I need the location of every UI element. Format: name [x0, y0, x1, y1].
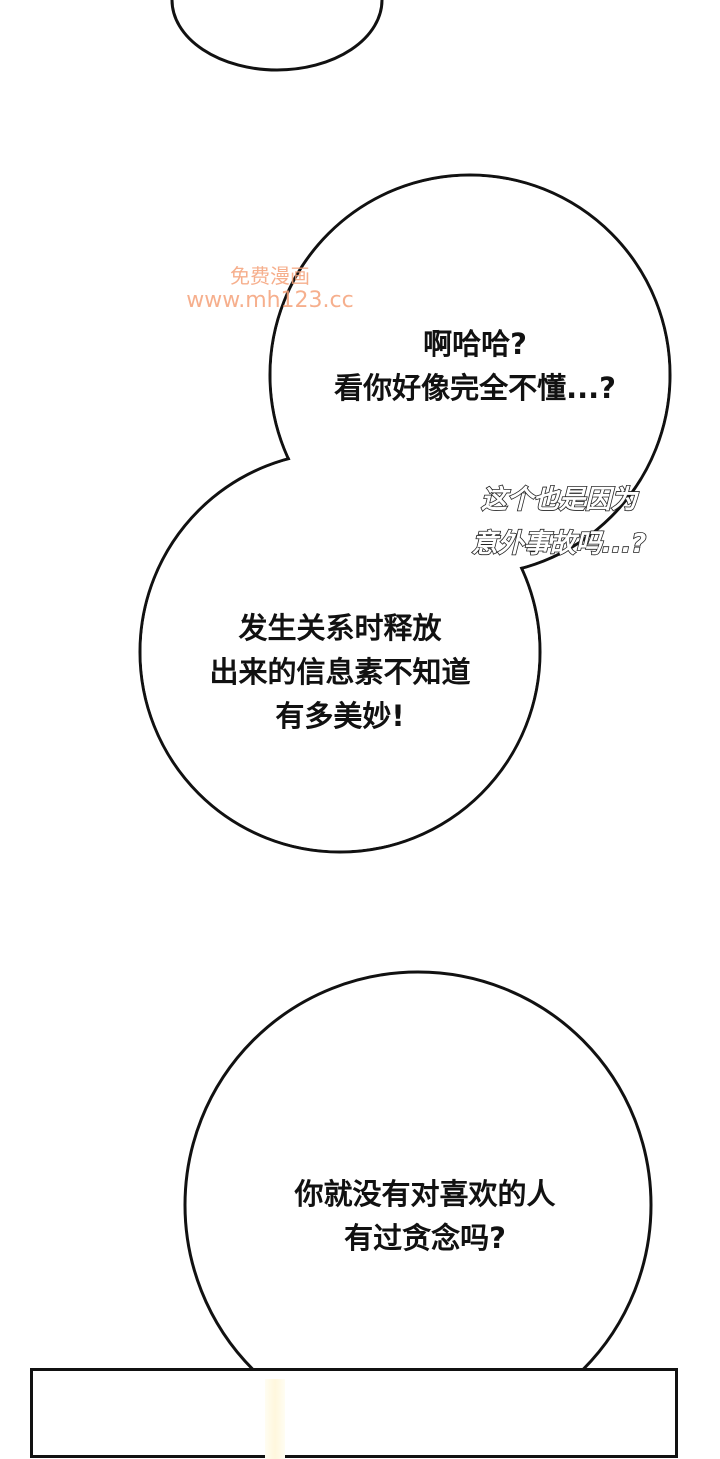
panel-light-strip — [265, 1379, 285, 1459]
dialogue-line: 啊哈哈? — [423, 327, 527, 361]
dialogue-line: 出来的信息素不知道 — [209, 655, 471, 689]
dialogue-line: 有过贪念吗? — [344, 1221, 506, 1255]
speech-bubble-text-3: 你就没有对喜欢的人 有过贪念吗? — [240, 1172, 610, 1260]
aside-line: 这个也是因为 — [480, 484, 638, 516]
aside-thought-text: 这个也是因为 意外事故吗...? — [434, 478, 684, 566]
speech-bubble-text-2: 发生关系时释放 出来的信息素不知道 有多美妙! — [165, 606, 515, 738]
dialogue-line: 有多美妙! — [275, 699, 405, 733]
dialogue-line: 发生关系时释放 — [238, 611, 442, 645]
speech-bubble-text-1: 啊哈哈? 看你好像完全不懂...? — [290, 322, 660, 410]
watermark-url: www.mh123.cc — [186, 288, 354, 313]
dialogue-line: 看你好像完全不懂...? — [334, 371, 616, 405]
comic-panel-frame — [30, 1368, 678, 1459]
speech-bubble-top-partial — [170, 0, 384, 72]
speech-bubble-double — [138, 173, 672, 854]
aside-line: 意外事故吗...? — [471, 528, 647, 560]
site-watermark: 免费漫画 www.mh123.cc — [160, 264, 380, 314]
watermark-site-name: 免费漫画 — [230, 264, 310, 288]
dialogue-line: 你就没有对喜欢的人 — [294, 1177, 556, 1211]
